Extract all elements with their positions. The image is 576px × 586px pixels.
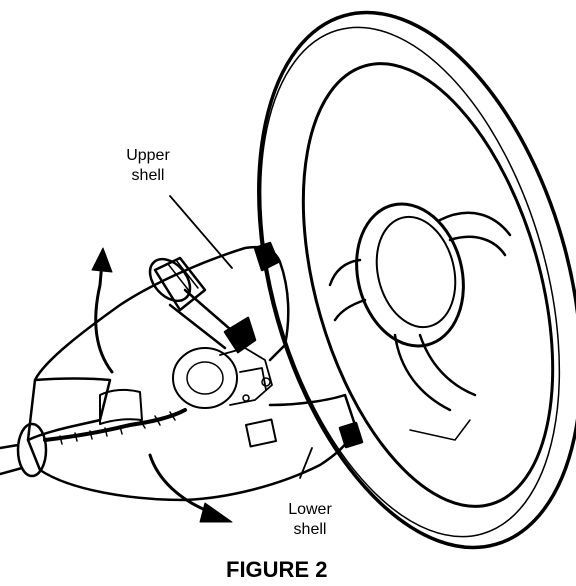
column-tube — [0, 443, 24, 476]
lever-arm — [168, 288, 240, 350]
steering-wheel-spoke-left — [328, 258, 367, 322]
lower-shell-band — [338, 421, 364, 449]
steering-column — [0, 241, 364, 502]
lower-shell-label-line1: Lower — [288, 501, 332, 518]
steering-wheel-spoke-lower — [393, 333, 477, 412]
column-lock-cylinder-inner — [186, 361, 224, 395]
upper-shell-label: Upper shell — [118, 146, 178, 186]
upper-shell-band — [253, 241, 280, 272]
steering-wheel-hub — [355, 202, 465, 348]
lower-shell-leader — [299, 447, 313, 479]
upper-shell-outline — [33, 245, 290, 382]
upper-shell-arrow-head — [91, 247, 113, 273]
column-collar — [99, 388, 143, 425]
upper-shell-arrow-curve — [94, 260, 114, 374]
wire-harness-wraps — [59, 411, 176, 445]
lever-base — [223, 316, 257, 354]
lever-knob — [148, 257, 192, 303]
steering-wheel-rim-outer — [257, 10, 576, 550]
removal-arrows — [91, 247, 233, 523]
lower-shell-label-line2: shell — [293, 521, 327, 538]
upper-shell-label-line2: shell — [131, 167, 165, 184]
bracket-screw-2 — [242, 394, 250, 402]
upper-shell-label-line1: Upper — [126, 147, 170, 164]
upper-shell-leader — [169, 195, 233, 269]
steering-wheel-rim-shading — [409, 419, 471, 441]
leader-lines — [169, 195, 313, 479]
steering-wheel-rim-inner — [301, 62, 555, 508]
steering-wheel-hub-pad — [375, 215, 457, 329]
figure-caption: FIGURE 2 — [226, 557, 328, 582]
steering-wheel — [257, 10, 576, 550]
lever-knob-body — [153, 256, 207, 312]
lever-knob-ridges — [167, 259, 199, 293]
lower-shell-access-window — [244, 418, 278, 448]
lower-shell-label: Lower shell — [280, 500, 340, 540]
lower-shell-outline — [26, 393, 357, 502]
steering-wheel-rim-edge — [259, 26, 561, 538]
lower-shell-arrow-curve — [148, 453, 212, 514]
column-tube-end — [16, 422, 48, 478]
bracket-screw — [261, 377, 271, 387]
turn-signal-lever — [148, 256, 257, 354]
steering-wheel-spoke-upper — [438, 211, 512, 257]
lower-shell-arrow-head — [199, 502, 233, 523]
shroud-left-section — [26, 377, 112, 442]
column-lock-cylinder — [172, 347, 238, 409]
wire-harness — [43, 408, 187, 442]
